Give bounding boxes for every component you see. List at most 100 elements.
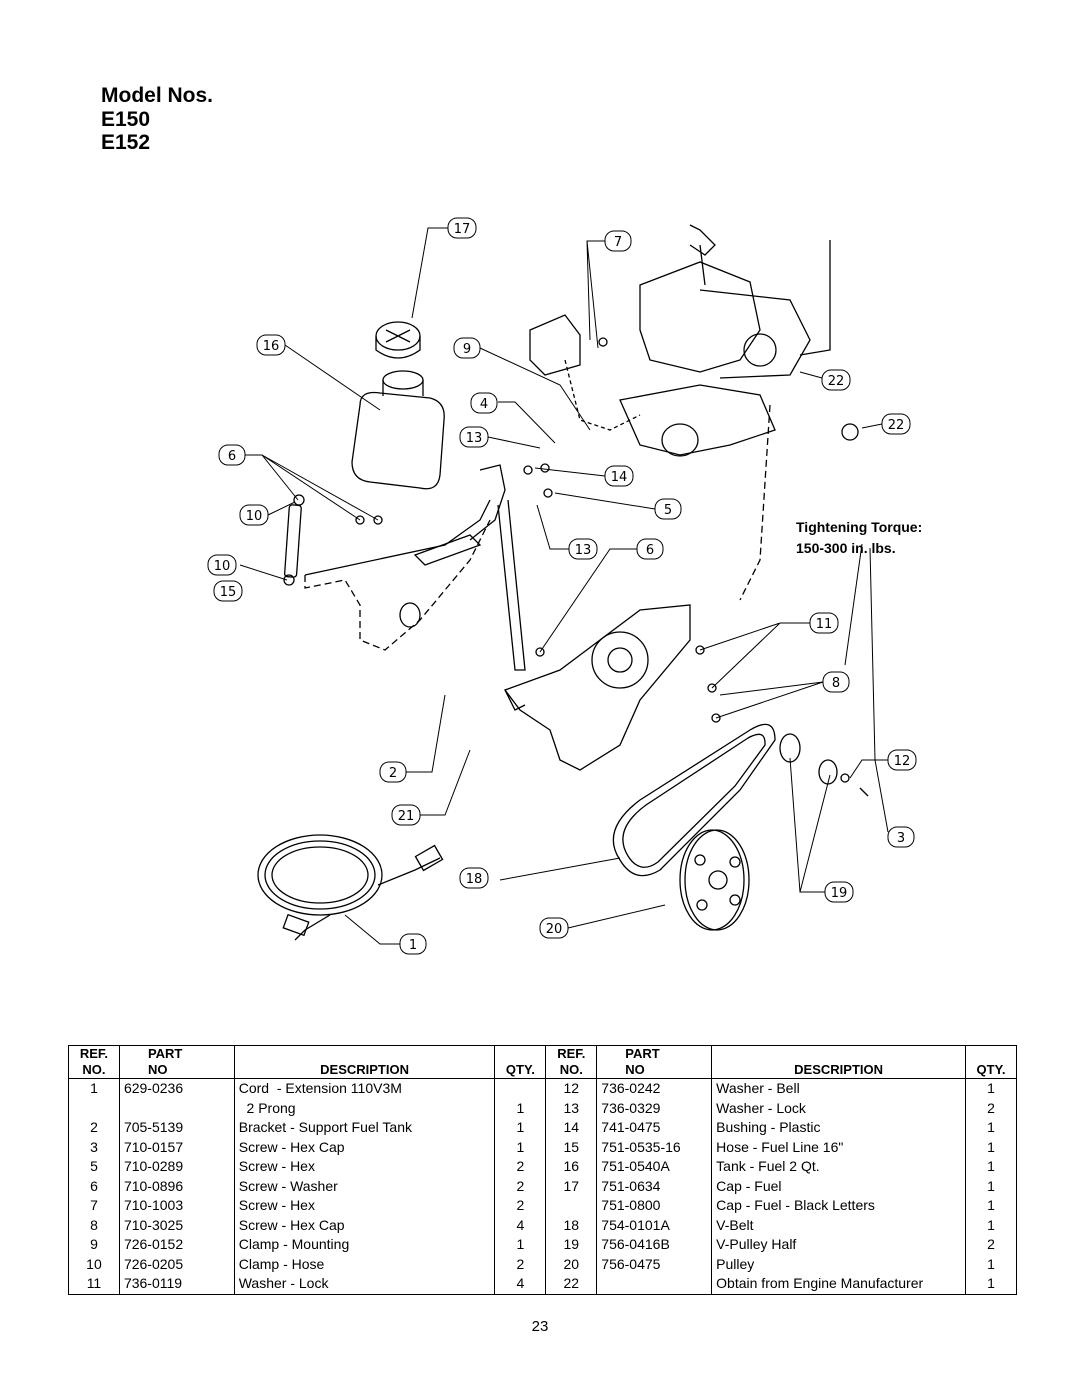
cell-qty: 1 xyxy=(965,1176,1017,1196)
switch-bracket-drawing xyxy=(529,314,641,431)
callout-2: 2 xyxy=(379,761,407,783)
callout-22a: 22 xyxy=(821,369,851,391)
cell-description: Cap - Fuel - Black Letters xyxy=(711,1196,967,1216)
cell-part-no: 736-0119 xyxy=(118,1274,235,1294)
callout-22b: 22 xyxy=(881,413,911,435)
cell-description: Washer - Lock xyxy=(233,1274,496,1294)
svg-text:21: 21 xyxy=(398,809,415,824)
cell-qty: 1 xyxy=(965,1196,1017,1216)
cell-ref-no: 19 xyxy=(545,1235,598,1255)
fuel-tank-drawing xyxy=(351,370,445,490)
header-qty: QTY. xyxy=(494,1045,547,1079)
cell-qty: 1 xyxy=(965,1118,1017,1138)
cell-part-no: 751-0634 xyxy=(596,1176,713,1196)
cell-qty: 1 xyxy=(965,1137,1017,1157)
header-ref-no-2: REF.NO. xyxy=(545,1045,598,1079)
cell-description: Cap - Fuel xyxy=(711,1176,967,1196)
svg-text:8: 8 xyxy=(832,676,840,691)
cell-description: Clamp - Hose xyxy=(233,1254,496,1274)
model-label: Model Nos. xyxy=(101,84,214,107)
header-qty-2: QTY. xyxy=(965,1045,1017,1079)
cell-part-no: 756-0475 xyxy=(596,1254,713,1274)
cell-part-no: 705-5139 xyxy=(118,1118,235,1138)
torque-value: 150-300 in. lbs. xyxy=(796,540,896,556)
cell-ref-no xyxy=(68,1098,120,1118)
callout-12: 12 xyxy=(887,749,917,771)
cell-ref-no: 22 xyxy=(545,1274,598,1294)
cell-description: V-Pulley Half xyxy=(711,1235,967,1255)
callout-10a: 10 xyxy=(239,504,269,526)
cell-part-no: 751-0540A xyxy=(596,1157,713,1177)
header-description: DESCRIPTION xyxy=(233,1045,496,1079)
svg-text:1: 1 xyxy=(409,938,417,953)
callout-14: 14 xyxy=(604,465,634,487)
cell-ref-no: 14 xyxy=(545,1118,598,1138)
cell-qty: 1 xyxy=(965,1215,1017,1235)
svg-text:6: 6 xyxy=(646,543,654,558)
model-title: Model Nos. E150 E152 xyxy=(101,84,213,155)
leader-lines xyxy=(239,227,889,945)
bracket-drawing xyxy=(304,464,526,671)
engine-drawing xyxy=(619,224,831,601)
svg-text:16: 16 xyxy=(263,339,280,354)
fuel-hose-drawing xyxy=(283,494,305,586)
callout-4: 4 xyxy=(470,392,498,414)
torque-label: Tightening Torque: xyxy=(796,519,923,535)
cell-qty: 1 xyxy=(965,1254,1017,1274)
callout-1: 1 xyxy=(399,933,427,955)
callout-7: 7 xyxy=(604,230,632,252)
cell-part-no: 629-0236 xyxy=(118,1078,235,1099)
callout-8: 8 xyxy=(822,671,850,693)
svg-text:2: 2 xyxy=(389,766,397,781)
cell-qty: 2 xyxy=(494,1176,547,1196)
cell-qty: 2 xyxy=(965,1098,1017,1118)
cell-part-no xyxy=(118,1098,235,1118)
cell-ref-no: 2 xyxy=(68,1118,120,1138)
svg-text:5: 5 xyxy=(664,503,672,518)
svg-text:6: 6 xyxy=(228,449,236,464)
torque-note: Tightening Torque: 150-300 in. lbs. xyxy=(796,517,922,559)
callout-3: 3 xyxy=(887,826,915,848)
svg-text:14: 14 xyxy=(611,470,628,485)
cell-ref-no: 11 xyxy=(68,1274,120,1294)
svg-text:9: 9 xyxy=(463,342,471,357)
cell-qty: 1 xyxy=(965,1157,1017,1177)
cell-part-no: 736-0242 xyxy=(596,1078,713,1099)
cell-qty xyxy=(494,1078,547,1099)
cell-description: Screw - Hex Cap xyxy=(233,1137,496,1157)
cell-part-no: 751-0800 xyxy=(596,1196,713,1216)
header-description-2: DESCRIPTION xyxy=(711,1045,967,1079)
callout-21: 21 xyxy=(391,804,421,826)
housing-drawing xyxy=(503,604,691,771)
cell-ref-no: 18 xyxy=(545,1215,598,1235)
cell-ref-no xyxy=(545,1196,598,1216)
header-ref-no: REF.NO. xyxy=(68,1045,120,1079)
svg-text:4: 4 xyxy=(480,397,488,412)
cell-ref-no: 5 xyxy=(68,1157,120,1177)
exploded-parts-diagram: 17 7 16 9 22 4 22 13 6 14 5 10 13 6 10 1… xyxy=(0,190,1080,990)
cell-part-no: 751-0535-16 xyxy=(596,1137,713,1157)
pulley-drawing xyxy=(679,829,750,931)
svg-text:13: 13 xyxy=(575,543,592,558)
callout-15: 15 xyxy=(213,580,243,602)
cell-ref-no: 13 xyxy=(545,1098,598,1118)
callout-6a: 6 xyxy=(218,444,246,466)
hardware-drawing xyxy=(355,337,859,723)
cell-part-no: 710-3025 xyxy=(118,1215,235,1235)
cell-part-no: 741-0475 xyxy=(596,1118,713,1138)
cell-qty: 1 xyxy=(494,1137,547,1157)
cell-qty: 2 xyxy=(965,1235,1017,1255)
svg-text:19: 19 xyxy=(831,886,848,901)
cell-description: Screw - Hex xyxy=(233,1157,496,1177)
callout-11: 11 xyxy=(809,612,839,634)
callout-5: 5 xyxy=(654,498,682,520)
cell-part-no xyxy=(596,1274,713,1294)
svg-text:20: 20 xyxy=(546,922,563,937)
